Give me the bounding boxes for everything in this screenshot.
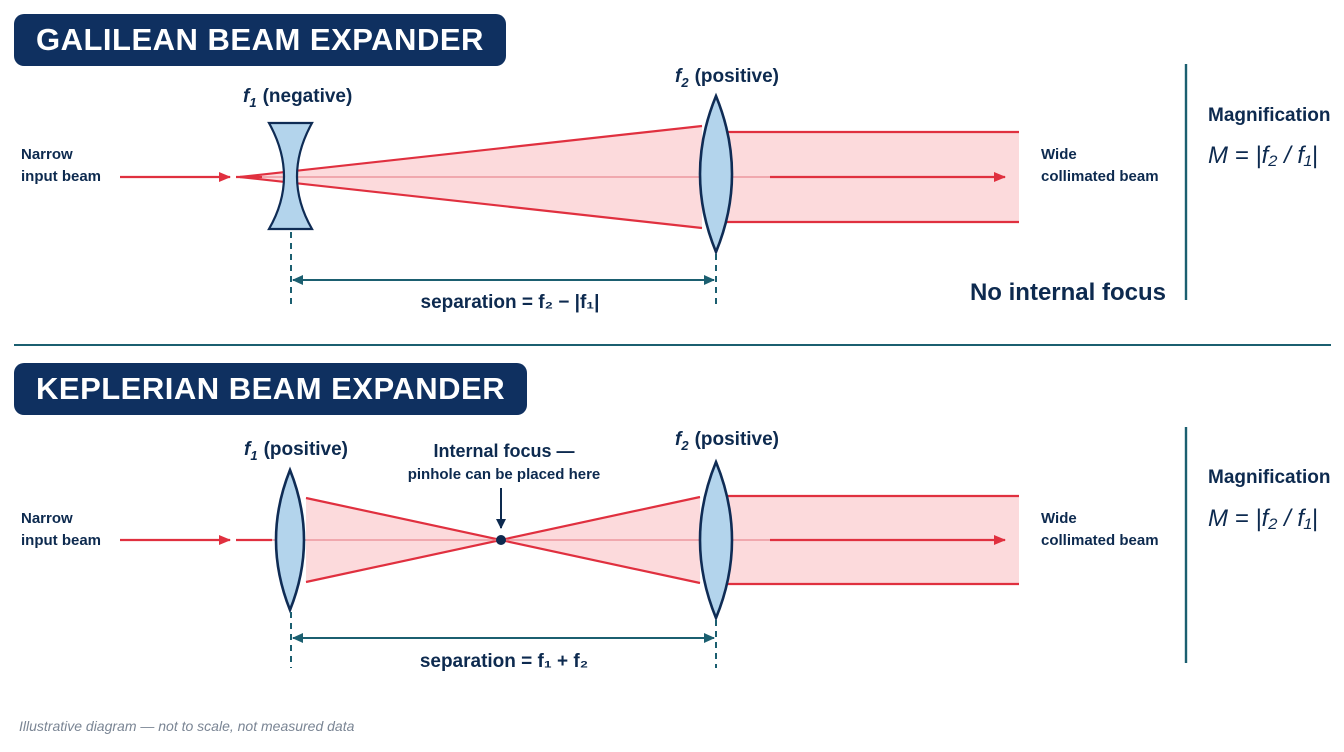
internal-focus-point — [496, 535, 506, 545]
keplerian-separation-label: separation = f₁ + f₂ — [420, 651, 588, 672]
keplerian-magnification-formula: M = |f₂ / f₁| — [1208, 505, 1318, 532]
keplerian-section: Internal focus —pinhole can be placed he… — [21, 427, 1330, 672]
galilean-positive-lens — [698, 92, 734, 256]
galilean-separation-label: separation = f₂ − |f₁| — [421, 292, 600, 313]
galilean-title-banner: GALILEAN BEAM EXPANDER — [14, 14, 506, 66]
galilean-lens1-label: f1(negative) — [243, 86, 352, 110]
internal-focus-label: Internal focus —pinhole can be placed he… — [408, 441, 601, 483]
keplerian-lens2-positive — [698, 458, 734, 622]
keplerian-lens2-label: f2(positive) — [675, 429, 779, 453]
galilean-ray-upper — [239, 124, 703, 179]
keplerian-title-banner: KEPLERIAN BEAM EXPANDER — [14, 363, 528, 415]
galilean-no-focus-note: No internal focus — [970, 279, 1166, 306]
keplerian-lens1-positive — [274, 466, 306, 614]
galilean-lens2-label: f2(positive) — [675, 66, 779, 90]
keplerian-lens1-label: f1(positive) — [244, 439, 348, 463]
galilean-magnification-formula: M = |f₂ / f₁| — [1208, 142, 1318, 169]
keplerian-magnification-title: Magnification — [1208, 467, 1330, 488]
galilean-magnification-title: Magnification — [1208, 105, 1330, 126]
galilean-section: separation = f₂ − |f₁| f1(negative) f2(p… — [21, 64, 1330, 313]
footnote: Illustrative diagram — not to scale, not… — [19, 718, 355, 734]
galilean-negative-lens — [267, 121, 314, 231]
galilean-ray-lower — [239, 175, 703, 230]
